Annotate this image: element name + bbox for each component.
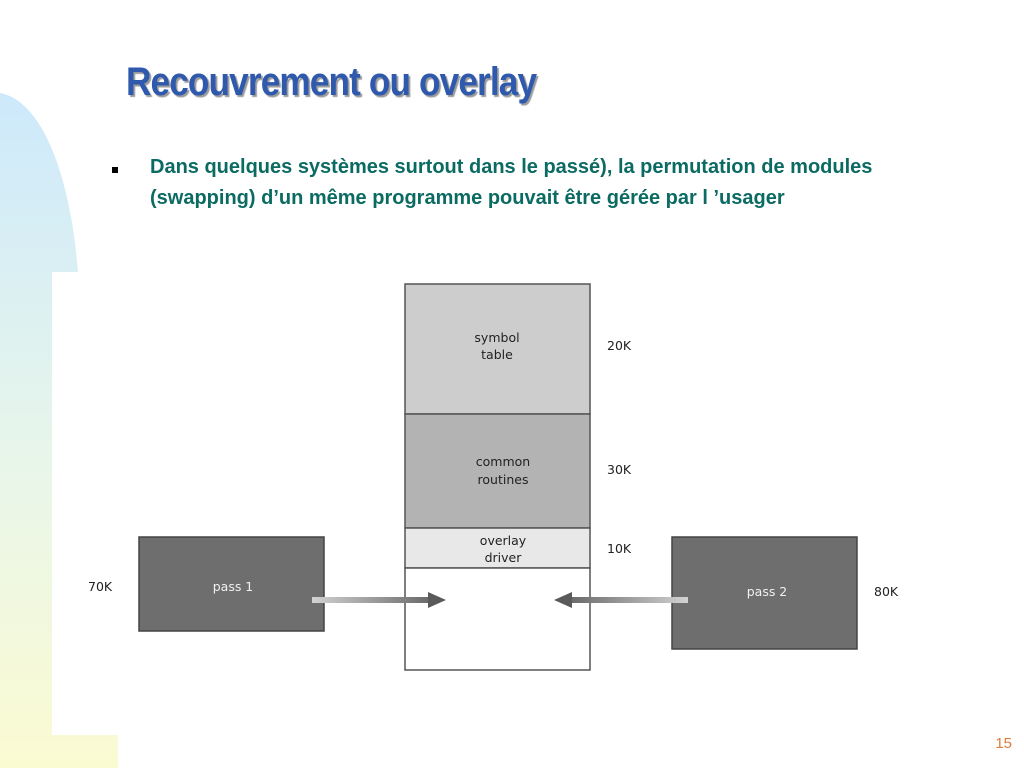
memory-block-label: overlay — [480, 533, 527, 548]
left-gradient-decoration — [0, 93, 118, 768]
pass1-label: pass 1 — [213, 579, 254, 594]
memory-block-label: driver — [485, 550, 523, 565]
memory-block-label: symbol — [474, 330, 519, 345]
size-label: 10K — [607, 541, 632, 556]
pass2-block: pass 2 — [671, 536, 858, 650]
memory-block-overlay-driver: overlay driver — [404, 527, 591, 569]
bullet-item: Dans quelques systèmes surtout dans le p… — [112, 152, 952, 214]
arrow-left-icon — [554, 592, 688, 608]
slide-title: Recouvrement ou overlay — [126, 60, 537, 104]
pass1-block: pass 1 — [138, 536, 325, 632]
square-bullet-icon — [112, 167, 118, 173]
memory-column: symbol table common routines overlay dri… — [404, 283, 591, 671]
memory-block-label: common — [476, 454, 530, 469]
size-label: 30K — [607, 462, 632, 477]
pass2-size-label: 80K — [874, 584, 899, 599]
pass1-size-label: 70K — [88, 579, 113, 594]
size-label: 20K — [607, 338, 632, 353]
memory-block-label: table — [481, 347, 513, 362]
memory-block-label: routines — [478, 472, 529, 487]
pass2-label: pass 2 — [747, 584, 788, 599]
bullet-list: Dans quelques systèmes surtout dans le p… — [112, 152, 952, 214]
memory-block-symbol-table: symbol table — [404, 283, 591, 415]
memory-overlay-area — [404, 567, 591, 671]
page-number: 15 — [995, 735, 1012, 752]
memory-block-common-routines: common routines — [404, 413, 591, 529]
bullet-text: Dans quelques systèmes surtout dans le p… — [150, 156, 873, 209]
arrow-right-icon — [312, 592, 446, 608]
